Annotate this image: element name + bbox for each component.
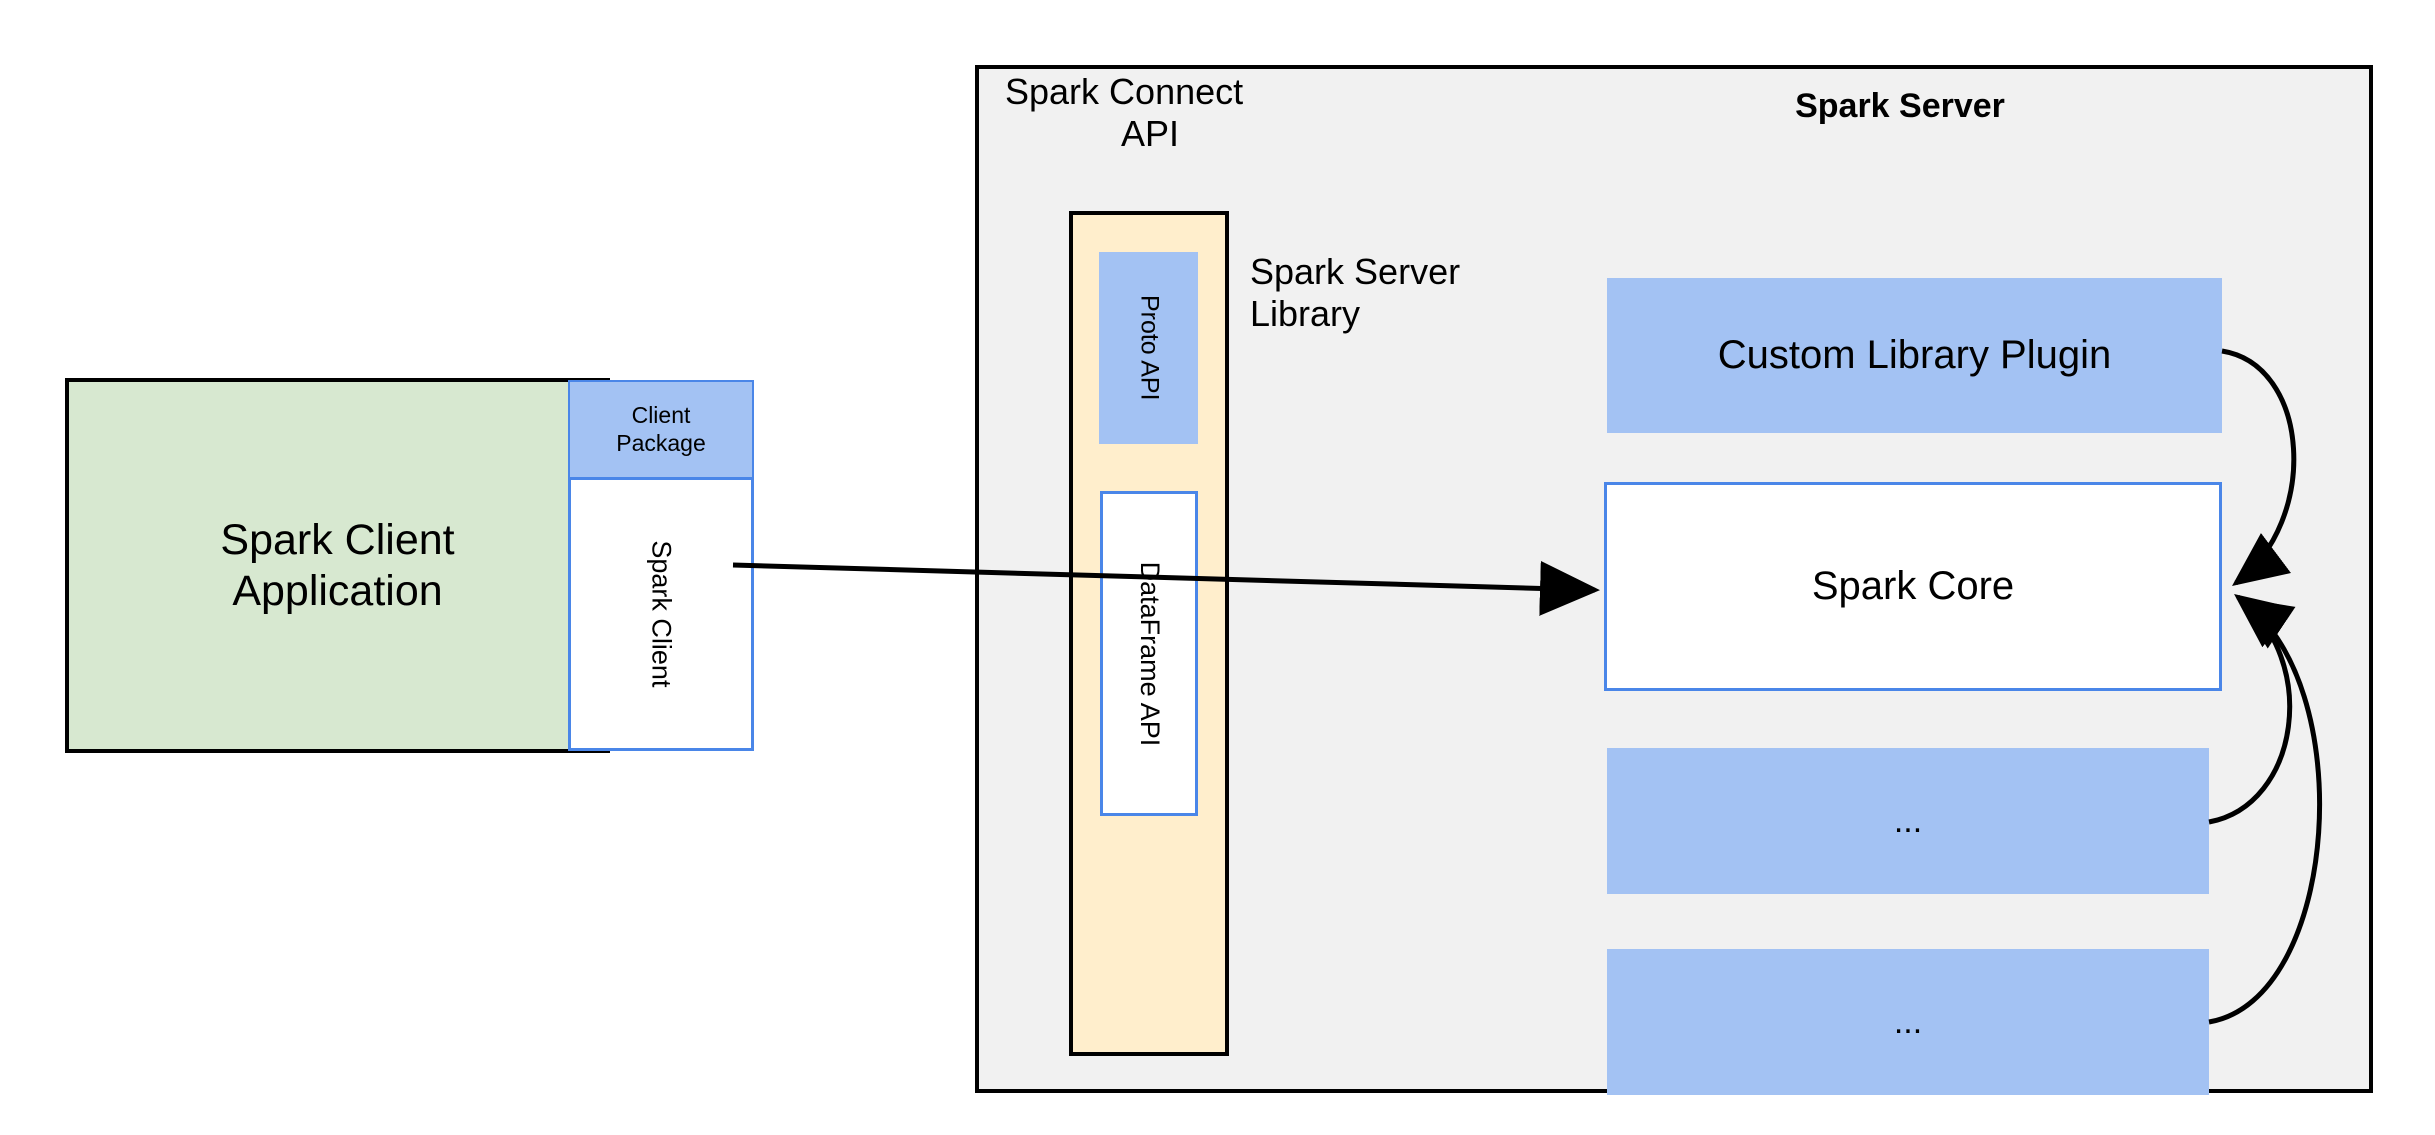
spark-server-title: Spark Server	[1795, 86, 2005, 125]
ellipsis-label-1: ...	[1893, 801, 1923, 840]
ellipsis-component-box-1: ...	[1607, 748, 2209, 894]
connect-api-line2: API	[1120, 113, 1180, 154]
client-package-label: Client Package	[616, 402, 706, 456]
server-library-line2: Library	[1250, 293, 1361, 334]
spark-core-label: Spark Core	[1811, 563, 2015, 608]
custom-library-plugin-label: Custom Library Plugin	[1717, 332, 2112, 377]
client-package-box: Client Package	[568, 380, 754, 477]
spark-client-box: Spark Client	[568, 477, 754, 751]
spark-client-label: Spark Client	[646, 540, 677, 688]
spark-client-application-label: Spark Client Application	[206, 515, 468, 616]
server-library-line1: Spark Server	[1250, 250, 1461, 292]
dataframe-api-label: DataFrame API	[1134, 561, 1165, 746]
client-app-line2: Application	[232, 566, 443, 615]
spark-client-application-box: Spark Client Application	[65, 378, 610, 753]
client-package-line2: Package	[616, 429, 706, 456]
spark-core-box: Spark Core	[1604, 482, 2222, 691]
client-package-line1: Client	[631, 402, 691, 429]
proto-api-label: Proto API	[1135, 295, 1164, 401]
spark-connect-api-label: Spark Connect API	[1005, 68, 1295, 158]
spark-server-library-label: Spark Server Library	[1250, 248, 1550, 338]
connect-api-line1: Spark Connect	[1005, 70, 1244, 112]
proto-api-box: Proto API	[1099, 252, 1198, 444]
client-app-line1: Spark Client	[220, 515, 455, 564]
custom-library-plugin-box: Custom Library Plugin	[1607, 278, 2222, 433]
ellipsis-component-box-2: ...	[1607, 949, 2209, 1095]
ellipsis-label-2: ...	[1893, 1002, 1923, 1041]
dataframe-api-box: DataFrame API	[1100, 491, 1198, 816]
